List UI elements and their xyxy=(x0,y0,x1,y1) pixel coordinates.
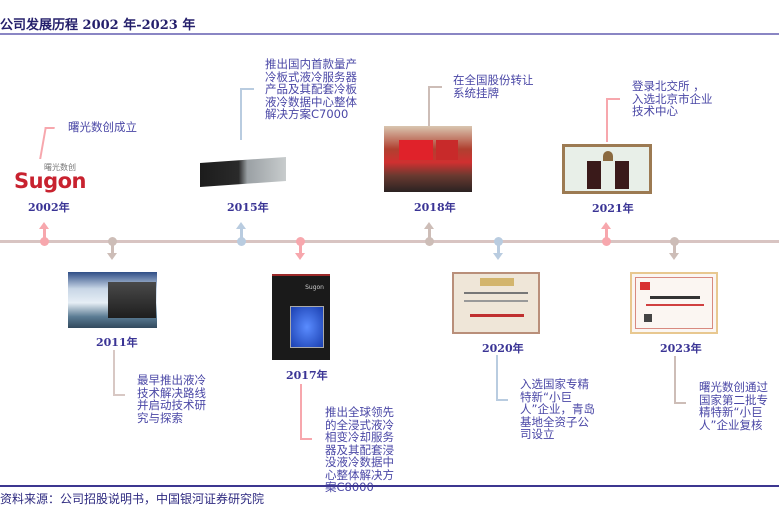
little-giant-certificate xyxy=(630,272,718,334)
connector-line xyxy=(113,350,125,396)
connector-line xyxy=(39,127,55,159)
arrow-down-icon xyxy=(107,253,117,260)
timeline-node xyxy=(670,237,679,246)
connector-line xyxy=(428,86,442,142)
event-description: 曙光数创通过国家第二批专精特新“小巨人”企业复核 xyxy=(699,380,768,432)
stem xyxy=(428,228,431,242)
arrow-down-icon xyxy=(295,253,305,260)
stem xyxy=(605,228,608,242)
arrow-down-icon xyxy=(669,253,679,260)
honor-certificate-photo xyxy=(452,272,540,334)
server-iceberg-photo xyxy=(68,272,157,328)
stem xyxy=(111,243,114,255)
year-label: 2021年 xyxy=(592,202,634,215)
sugon-logo: 曙光数创 Sugon xyxy=(14,162,86,193)
year-label: 2018年 xyxy=(414,201,456,214)
logo-cn: 曙光数创 xyxy=(44,163,76,172)
connector-line xyxy=(606,98,620,142)
stem xyxy=(299,243,302,255)
event-description: 最早推出液冷技术解决路线并启动技术研究与探索 xyxy=(137,373,206,425)
year-label: 2015年 xyxy=(227,201,269,214)
connector-line xyxy=(674,356,686,404)
timeline-axis xyxy=(0,240,779,243)
header-divider xyxy=(0,33,779,35)
c7000-server-photo xyxy=(200,156,286,190)
timeline-node xyxy=(296,237,305,246)
timeline-node xyxy=(602,237,611,246)
connector-line xyxy=(300,384,312,440)
event-description: 推出国内首款量产冷板式液冷服务器产品及其配套冷板液冷数据中心整体解决方案C700… xyxy=(265,57,357,121)
listing-ceremony-photo xyxy=(384,126,472,192)
stem xyxy=(43,228,46,242)
connector-line xyxy=(496,355,508,401)
year-label: 2002年 xyxy=(28,201,70,214)
event-description: 在全国股份转让系统挂牌 xyxy=(453,73,534,100)
event-description: 曙光数创成立 xyxy=(68,120,137,134)
timeline-node xyxy=(425,237,434,246)
event-description: 推出全球领先的全浸式液冷相变冷却服务器及其配套浸没液冷数据中心整体解决方案C80… xyxy=(325,405,394,494)
arrow-up-icon xyxy=(601,222,611,229)
timeline-node xyxy=(40,237,49,246)
footer-divider xyxy=(0,485,779,487)
timeline-node xyxy=(108,237,117,246)
c8000-cabinet-photo: Sugon xyxy=(272,274,330,360)
arrow-down-icon xyxy=(493,253,503,260)
year-label: 2020年 xyxy=(482,342,524,355)
event-description: 入选国家专精特新“小巨人”企业，青岛基地全资子公司设立 xyxy=(520,377,595,441)
source-note: 资料来源：公司招股说明书，中国银河证券研究院 xyxy=(0,492,265,506)
page-title: 公司发展历程 2002 年-2023 年 xyxy=(0,18,196,33)
year-label: 2011年 xyxy=(96,336,138,349)
year-label: 2017年 xyxy=(286,369,328,382)
stem xyxy=(497,243,500,255)
year-label: 2023年 xyxy=(660,342,702,355)
stem xyxy=(240,228,243,242)
arrow-up-icon xyxy=(424,222,434,229)
event-description: 登录北交所 ，入选北京市企业技术中心 xyxy=(632,79,713,118)
arrow-up-icon xyxy=(39,222,49,229)
timeline-node xyxy=(237,237,246,246)
timeline-node xyxy=(494,237,503,246)
arrow-up-icon xyxy=(236,222,246,229)
connector-line xyxy=(240,88,254,140)
logo-en: Sugon xyxy=(14,169,86,193)
bell-ringing-photo xyxy=(562,144,652,194)
stem xyxy=(673,243,676,255)
